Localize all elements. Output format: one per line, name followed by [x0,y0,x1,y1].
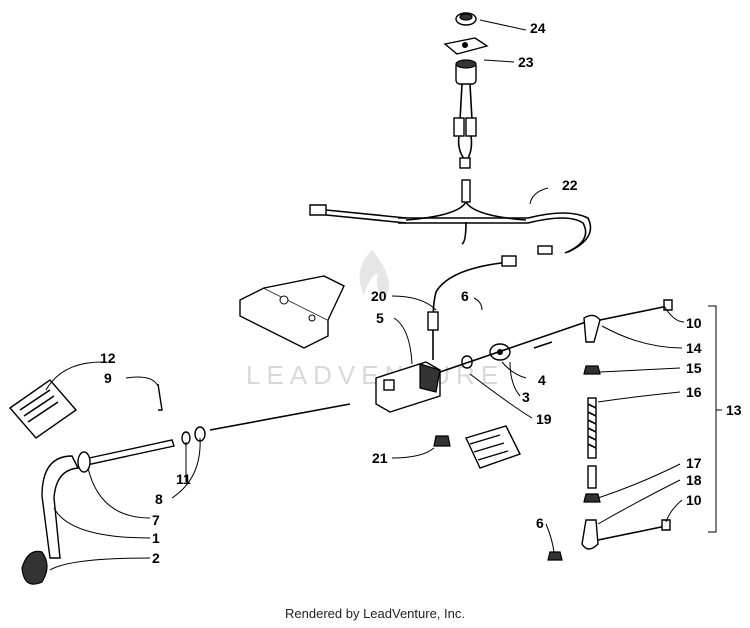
callout-5: 5 [376,310,384,326]
part-block [465,425,521,469]
part-cap [455,12,477,26]
watermark-text: LEADVENTURE [246,360,504,390]
part-switch [443,37,489,203]
callout-9: 9 [104,370,112,386]
callout-10a: 10 [686,315,702,331]
callout-15: 15 [686,360,702,376]
callout-12: 12 [100,350,116,366]
callout-6a: 6 [461,288,469,304]
callout-23: 23 [518,54,534,70]
callout-1: 1 [152,530,160,546]
callout-16: 16 [686,384,702,400]
callout-21: 21 [372,450,388,466]
part-cable [427,255,517,360]
callout-10b: 10 [686,492,702,508]
footer-credit: Rendered by LeadVenture, Inc. [285,606,465,621]
callout-18: 18 [686,472,702,488]
callout-24: 24 [530,20,546,36]
callout-22: 22 [562,177,578,193]
part-nut [433,435,451,447]
part-grip [21,550,48,585]
part-linkage [439,299,673,561]
part-bracket [239,275,345,349]
callout-11: 11 [176,471,191,487]
callout-labels: 24 23 22 20 6 5 4 3 19 21 12 9 11 8 7 1 … [100,20,742,566]
callout-2: 2 [152,550,160,566]
callout-6b: 6 [536,515,544,531]
part-washers [181,426,206,445]
callout-14: 14 [686,340,702,356]
callout-4: 4 [538,372,546,388]
callout-13: 13 [726,402,742,418]
part-lever [41,439,175,559]
callout-17: 17 [686,455,702,471]
callout-20: 20 [371,288,387,304]
part-wiring-harness [309,201,592,255]
leader-lines [45,19,685,571]
part-throttle-housing [375,355,473,413]
bracket-13 [708,305,722,533]
callout-7: 7 [152,512,160,528]
callout-8: 8 [155,491,163,507]
part-shaft [157,383,351,431]
watermark: LEADVENTURE [246,250,504,390]
callout-19: 19 [536,411,552,427]
callout-3: 3 [522,389,530,405]
part-decal [8,379,78,439]
